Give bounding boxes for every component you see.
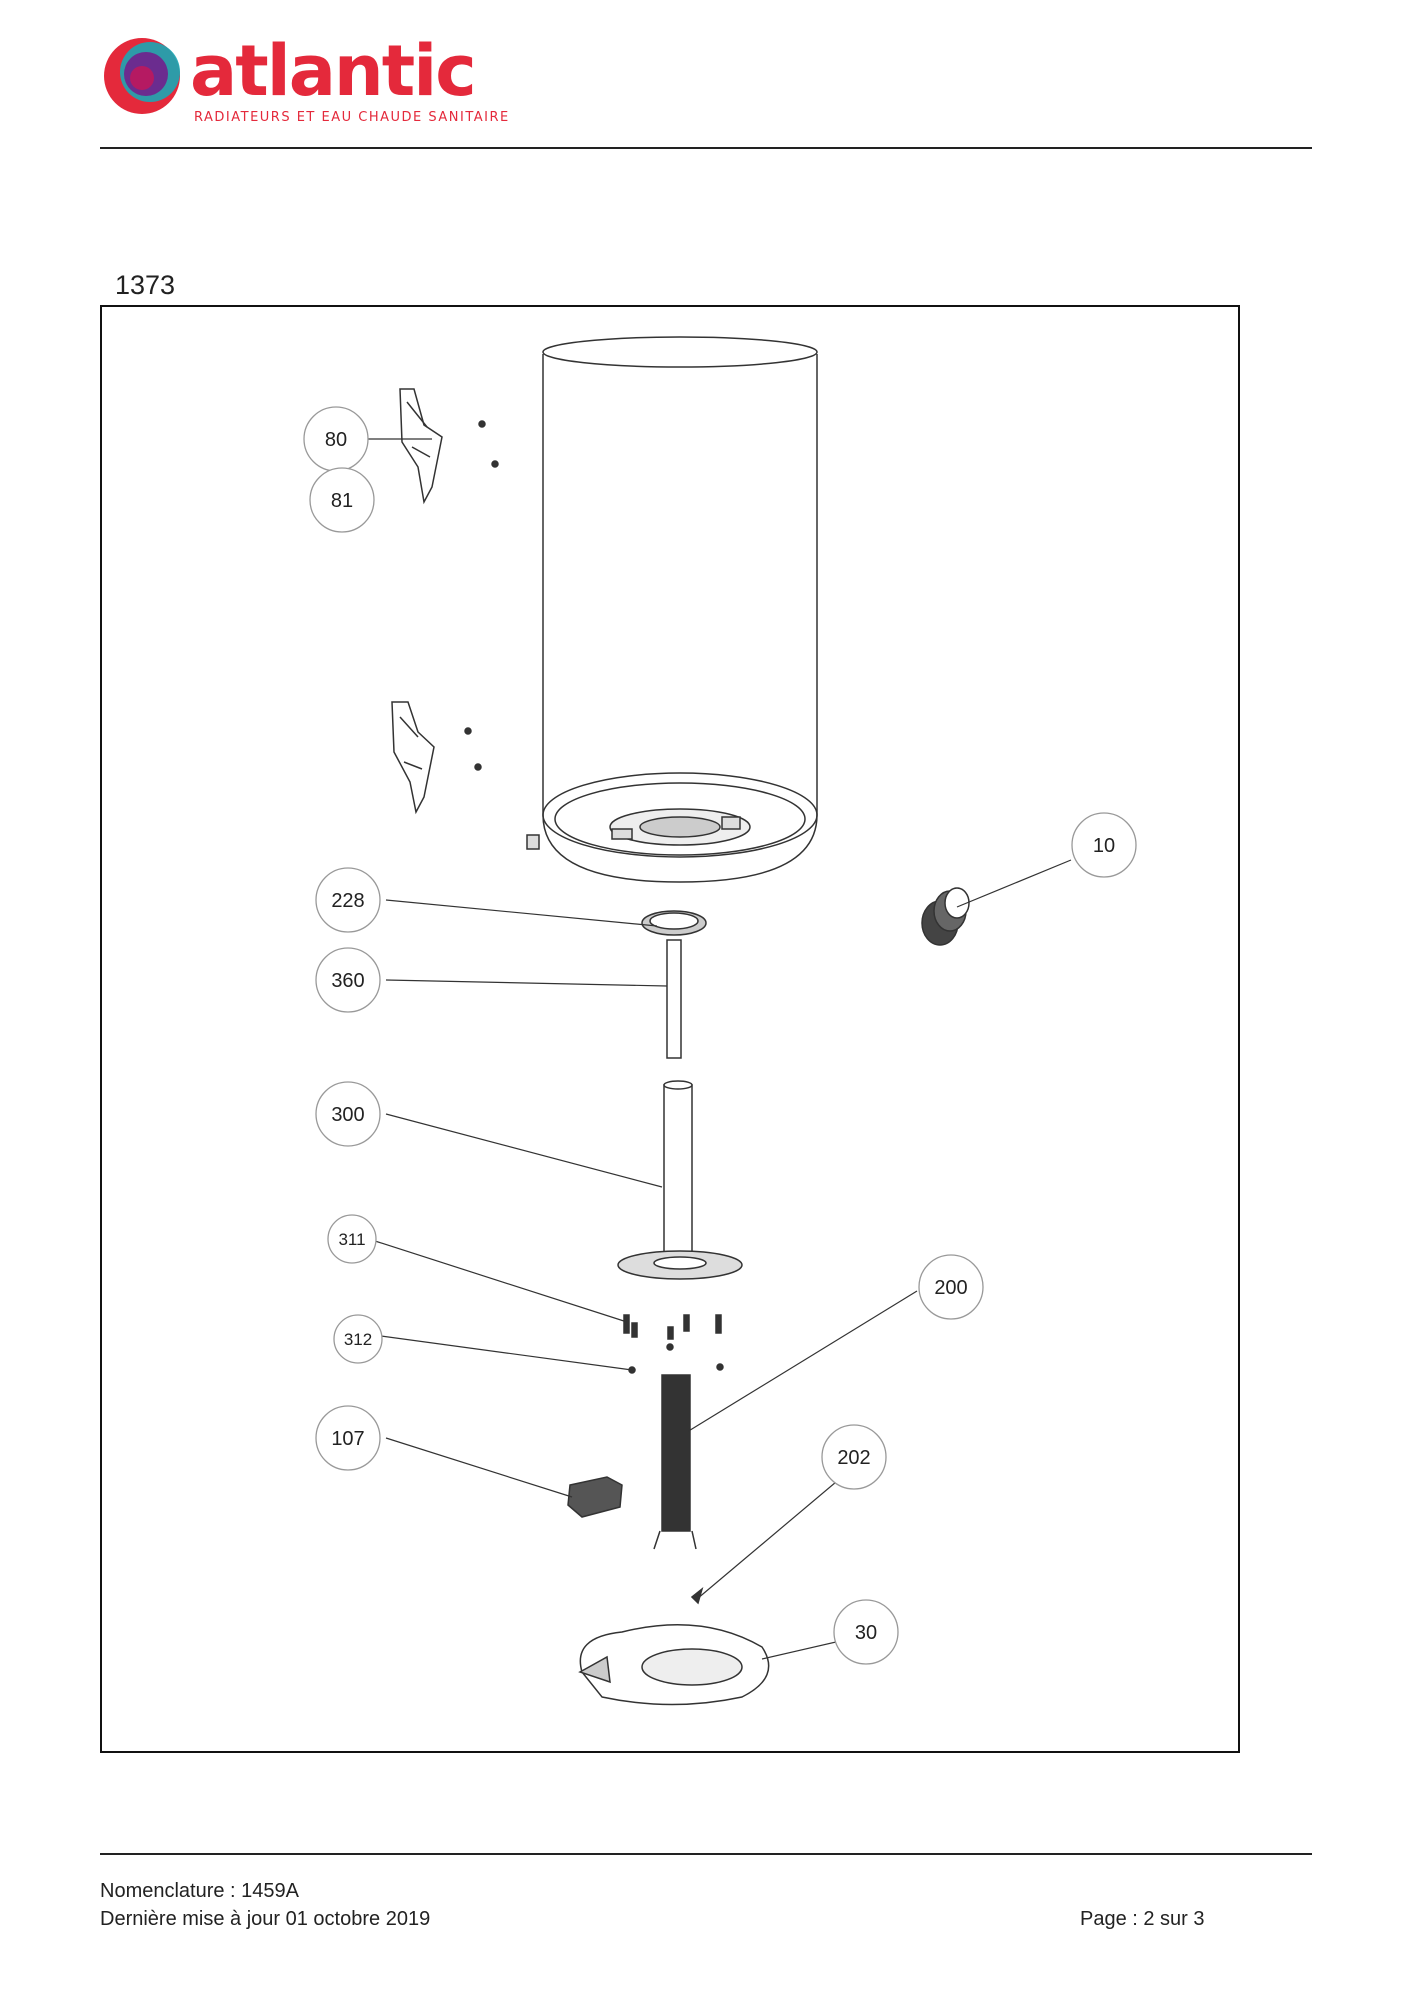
callout-label: 10 <box>1093 835 1115 857</box>
nomenclature-ref: Nomenclature : 1459A <box>100 1880 300 1902</box>
callout-label: 312 <box>344 1330 372 1349</box>
part-200-heating-element <box>653 1374 697 1550</box>
part-360-anode <box>666 939 682 1059</box>
callout-label: 30 <box>855 1622 877 1644</box>
brand-name: atlantic <box>190 30 477 112</box>
callout-label: 228 <box>331 890 364 912</box>
wall-bracket-bottom <box>391 701 482 815</box>
callout-label: 300 <box>331 1104 364 1126</box>
callout-circle-300 <box>315 1081 381 1147</box>
tank-body <box>526 336 818 883</box>
callout-circle-200 <box>918 1254 984 1320</box>
atlantic-logo: atlantic RADIATEURS ET EAU CHAUDE SANITA… <box>98 30 518 130</box>
part-30-cover <box>578 1624 770 1706</box>
callout-circle-10 <box>1071 812 1137 878</box>
leader-lines <box>367 438 1072 1660</box>
screws-311-312 <box>623 1314 724 1374</box>
page-number: Page : 2 sur 3 <box>1080 1908 1205 1930</box>
callout-label: 202 <box>837 1447 870 1469</box>
brand-tagline: RADIATEURS ET EAU CHAUDE SANITAIRE <box>194 110 510 125</box>
callout-circle-30 <box>833 1599 899 1665</box>
exploded-view-diagram: 80 81 10 228 360 300 311 312 200 107 202… <box>100 305 1240 1753</box>
callout-circle-81 <box>309 467 375 533</box>
callout-label: 360 <box>331 970 364 992</box>
callout-circle-228 <box>315 867 381 933</box>
callout-circle-107 <box>315 1405 381 1471</box>
part-10-fitting <box>921 887 970 946</box>
callout-label: 80 <box>325 429 347 451</box>
part-107-bracket <box>567 1476 623 1518</box>
water-heater-exploded-view: 80 81 10 228 360 300 311 312 200 107 202… <box>303 336 1137 1706</box>
callout-circle-312 <box>333 1314 383 1364</box>
last-updated: Dernière mise à jour 01 octobre 2019 <box>100 1908 431 1930</box>
footer-divider <box>100 1853 1312 1855</box>
logo-mark-icon <box>104 38 180 114</box>
wall-bracket-top <box>399 388 499 505</box>
part-300-tube <box>617 1080 743 1280</box>
callout-circle-202 <box>821 1424 887 1490</box>
callout-circle-311 <box>327 1214 377 1264</box>
callout-label: 81 <box>331 490 353 512</box>
callout-label: 200 <box>934 1277 967 1299</box>
header-divider <box>100 147 1312 149</box>
callout-label: 311 <box>338 1230 365 1249</box>
callout-circle-360 <box>315 947 381 1013</box>
model-number: 1373 <box>115 270 176 300</box>
callout-label: 107 <box>331 1428 364 1450</box>
